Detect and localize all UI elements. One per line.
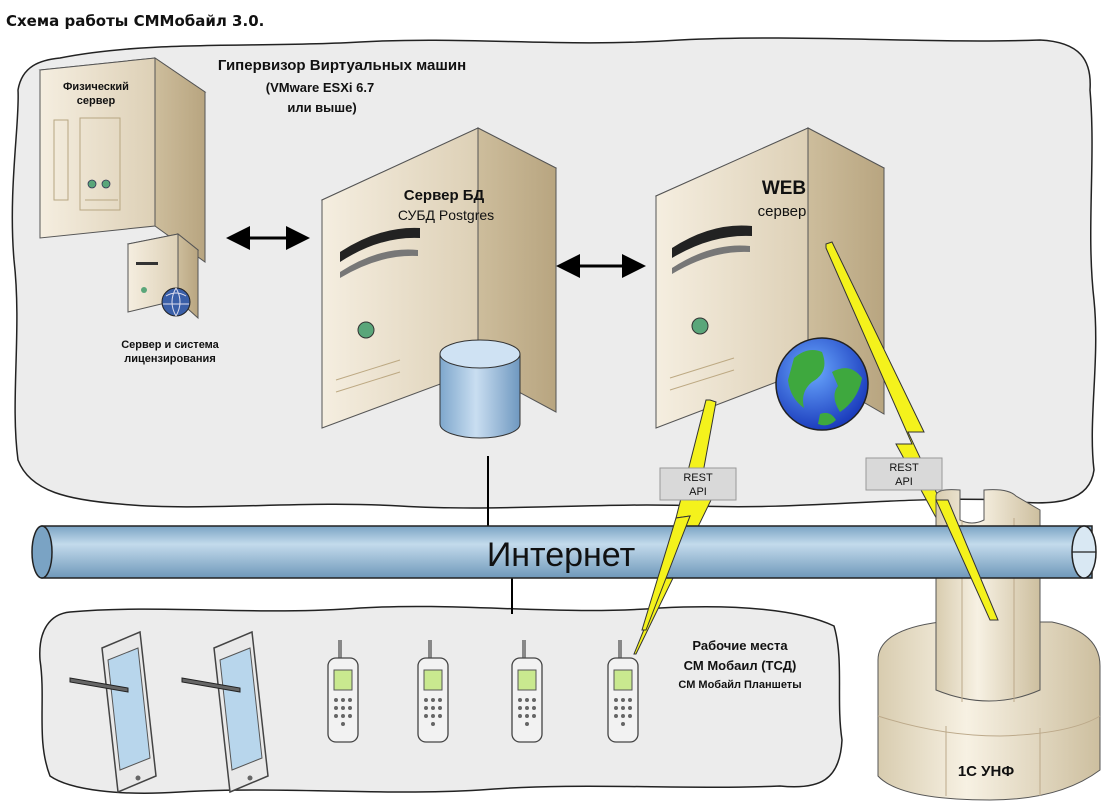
phone-3	[511, 640, 543, 743]
web-server-label-1: WEB	[762, 178, 806, 199]
db-server	[320, 127, 558, 439]
internet-pipe	[31, 525, 1097, 579]
rest-api-tag-right: REST API	[865, 457, 943, 491]
hypervisor-label-1: Гипервизор Виртуальных машин	[218, 57, 466, 74]
stylus-icon	[181, 677, 241, 693]
workplaces-label-2: СМ Мобаил (ТСД)	[684, 658, 797, 673]
stylus-icon	[69, 677, 129, 693]
workplaces-label-1: Рабочие места	[692, 638, 788, 653]
rest-api-tag-left: REST API	[659, 467, 737, 501]
rest-api-left-line1: REST	[683, 472, 713, 484]
rest-api-right-line1: REST	[889, 462, 919, 474]
phone-2	[417, 640, 449, 743]
physical-server-label-1: Физический	[63, 81, 129, 93]
physical-server	[38, 57, 207, 263]
unf-label: 1С УНФ	[958, 763, 1015, 780]
diagram-title: Схема работы СММобайл 3.0.	[6, 12, 264, 30]
phone-4	[607, 640, 639, 743]
license-server	[126, 232, 200, 320]
tablet-1	[69, 630, 157, 794]
tablet-2	[181, 630, 269, 794]
lightning-right-front	[935, 499, 999, 621]
license-server-label-2: лицензирования	[124, 353, 216, 365]
physical-server-label-2: сервер	[77, 95, 116, 107]
hypervisor-label-2: (VMware ESXi 6.7	[266, 80, 374, 95]
web-server-label-2: сервер	[758, 203, 807, 220]
license-server-label-1: Сервер и система	[121, 339, 219, 351]
db-server-label-1: Сервер БД	[404, 187, 485, 204]
phone-1	[327, 640, 359, 743]
workplaces-label-3: СМ Мобайл Планшеты	[678, 679, 801, 691]
database-icon	[439, 354, 521, 439]
internet-label: Интернет	[487, 536, 635, 574]
lightning-left	[633, 399, 717, 655]
hypervisor-label-3: или выше)	[287, 100, 356, 115]
rest-api-right-line2: API	[895, 476, 913, 488]
license-globe-icon	[161, 287, 191, 317]
rest-api-left-line2: API	[689, 486, 707, 498]
db-server-label-2: СУБД Postgres	[398, 207, 494, 223]
lightning-left-front	[641, 515, 691, 631]
